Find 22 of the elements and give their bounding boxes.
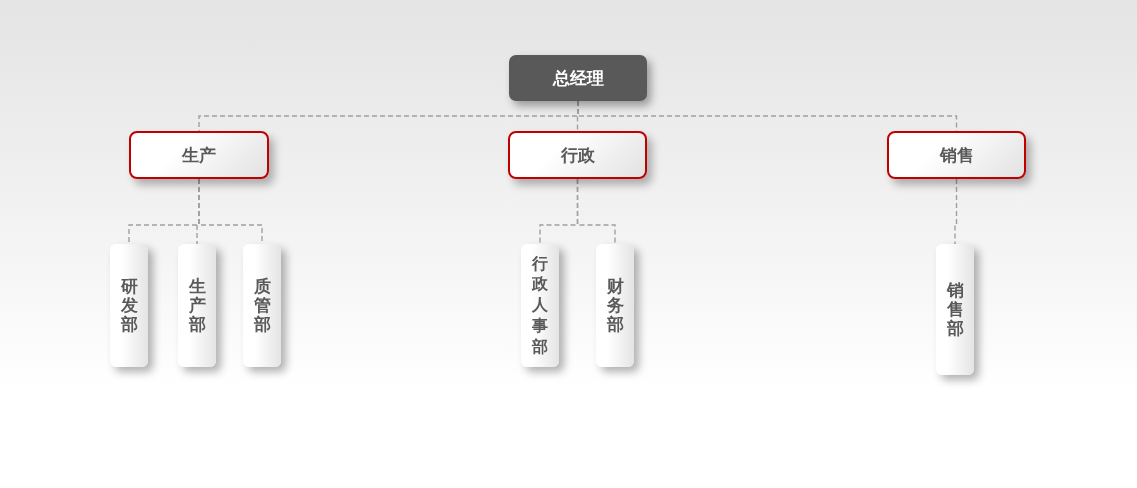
- unit-label: 行政人事部: [532, 253, 548, 358]
- department-box: [129, 131, 269, 179]
- manager-box: [509, 55, 647, 101]
- unit-label: 研发部: [120, 277, 138, 334]
- unit-box: [521, 244, 559, 367]
- unit-label: 生产部: [188, 277, 206, 334]
- department-label: 生产: [182, 143, 216, 167]
- unit-box: [936, 244, 974, 375]
- unit-box: [243, 244, 281, 367]
- department-box: [508, 131, 647, 179]
- connector-line: [954, 178, 958, 245]
- unit-box: [110, 244, 148, 367]
- department-box: [887, 131, 1026, 179]
- unit-label: 质管部: [253, 277, 271, 334]
- unit-label: 销售部: [946, 281, 964, 338]
- department-label: 销售: [939, 143, 974, 167]
- department-label: 行政: [560, 143, 595, 167]
- unit-box: [596, 244, 634, 367]
- unit-box: [178, 244, 216, 367]
- title-label: 总经理: [552, 66, 604, 90]
- unit-label: 财务部: [606, 277, 624, 334]
- connector-line: [576, 178, 616, 245]
